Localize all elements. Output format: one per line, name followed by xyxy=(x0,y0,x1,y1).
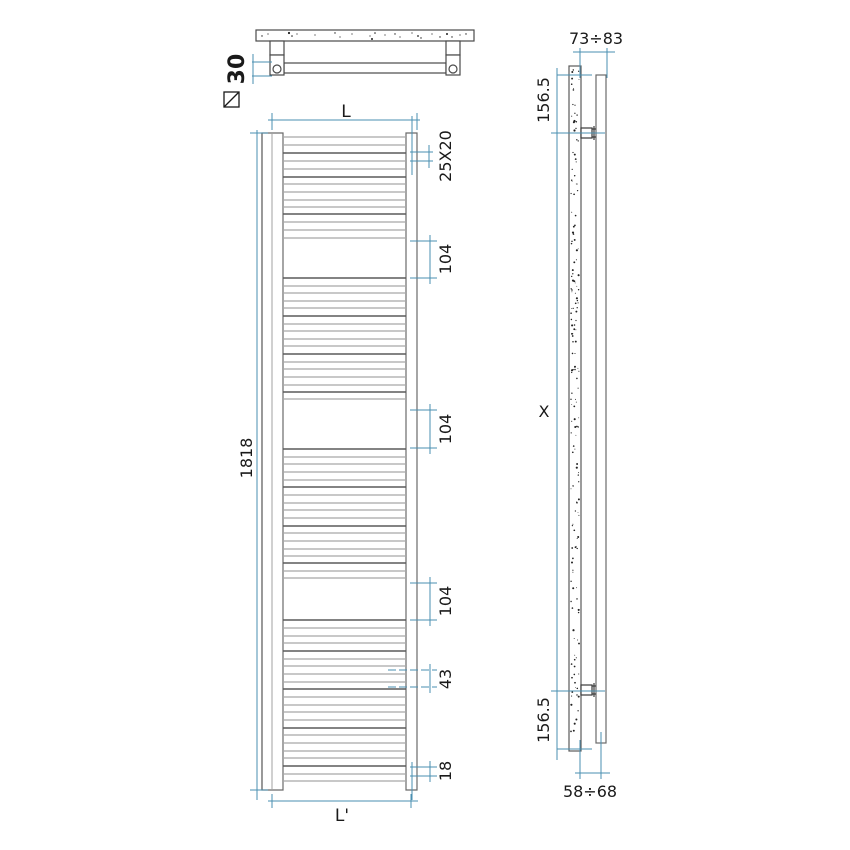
top-bracket-offset-label: 156.5 xyxy=(534,77,553,123)
dim-1818 xyxy=(250,130,268,800)
bracket-spacing-label: X xyxy=(539,402,550,421)
bottom-bracket xyxy=(580,683,596,697)
top-view-wall xyxy=(255,29,475,42)
square-section-icon xyxy=(223,91,240,108)
height-label: 1818 xyxy=(237,438,256,479)
dim-156-5-top xyxy=(551,68,605,760)
side-view-radiator xyxy=(595,74,607,744)
gap-label-2: 104 xyxy=(436,414,455,445)
width-label: L xyxy=(341,102,351,122)
depth-bottom-label: 58÷68 xyxy=(563,782,617,801)
dim-58-68 xyxy=(575,732,610,779)
front-view: L 1818 25X20 104 xyxy=(237,102,455,826)
bottom-width-label: L' xyxy=(335,806,349,826)
dim-L-prime xyxy=(268,794,418,808)
gap-label-1: 104 xyxy=(436,244,455,275)
dim-30 xyxy=(252,54,272,84)
bottom-offset-label: 18 xyxy=(436,761,455,781)
side-view: 73÷83 156.5 X 156.5 58÷68 xyxy=(534,29,623,801)
dim-73-83 xyxy=(573,48,615,78)
dim-43 xyxy=(388,664,437,693)
dim-L xyxy=(268,113,420,130)
top-view: 30 xyxy=(223,29,475,108)
dim-104-gap-1 xyxy=(410,235,437,284)
dim-104-gap-2 xyxy=(410,404,437,454)
left-standoff xyxy=(269,40,285,56)
right-standoff xyxy=(445,40,461,56)
depth-top-label: 73÷83 xyxy=(569,29,623,48)
dim-156-5-bottom xyxy=(551,690,605,750)
dim-18 xyxy=(410,761,437,800)
dim-25x20 xyxy=(410,116,433,175)
right-collector xyxy=(405,132,418,791)
right-collector-pipe-icon xyxy=(448,64,458,74)
rung-section-label: 25X20 xyxy=(436,130,455,182)
wall-speckle-side xyxy=(570,69,580,733)
connection-spacing-label: 43 xyxy=(436,669,455,689)
dim-104-gap-3 xyxy=(410,577,437,626)
left-collector-pipe-icon xyxy=(272,64,282,74)
top-view-bar xyxy=(283,62,447,74)
pipe-size-label: 30 xyxy=(225,54,250,85)
radiator-rungs xyxy=(283,136,406,782)
gap-label-3: 104 xyxy=(436,586,455,617)
bottom-bracket-offset-label: 156.5 xyxy=(534,697,553,743)
side-view-wall xyxy=(568,65,582,752)
wall-speckle-top xyxy=(261,31,467,40)
